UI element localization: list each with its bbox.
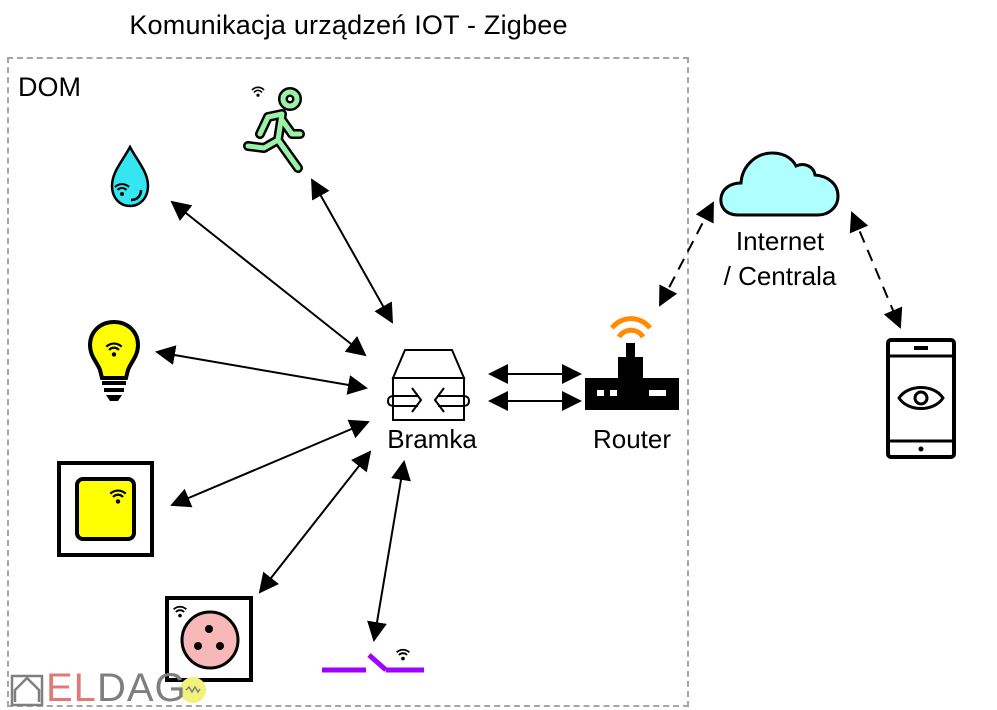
gateway-label: Bramka (387, 424, 477, 454)
link-socket-gateway (258, 450, 372, 594)
light-bulb-icon (87, 319, 141, 401)
wall-switch-icon (57, 461, 154, 557)
link-cloud-phone (849, 211, 903, 329)
watermark-part1: EL (46, 666, 97, 710)
diagram-title: Komunikacja urządzeń IOT - Zigbee (129, 10, 568, 40)
switch-contact-icon (322, 648, 424, 673)
home-zone-label: DOM (18, 72, 81, 102)
link-motion-gateway (311, 178, 393, 324)
eldago-logo-house-icon (10, 674, 44, 707)
gateway-icon (387, 349, 470, 421)
smartphone-eye-icon (886, 338, 956, 459)
connections (155, 178, 903, 642)
cloud-label-line2: / Centrala (723, 261, 837, 291)
link-bulb-gateway (155, 345, 368, 395)
water-drop-icon (110, 144, 150, 208)
watermark-part2: DAG (96, 666, 187, 710)
running-person-icon (243, 86, 305, 173)
link-relay-gateway (367, 460, 411, 642)
router-icon (585, 316, 679, 410)
router-label: Router (592, 424, 672, 454)
cloud-icon (719, 151, 840, 217)
socket-icon (165, 596, 253, 682)
eldago-watermark: ELDAG (10, 668, 187, 708)
eldago-logo-o-icon (180, 677, 206, 703)
link-drop-gateway (170, 200, 367, 357)
home-zone-boundary (7, 57, 689, 707)
cloud-label-line1: Internet (735, 226, 825, 256)
